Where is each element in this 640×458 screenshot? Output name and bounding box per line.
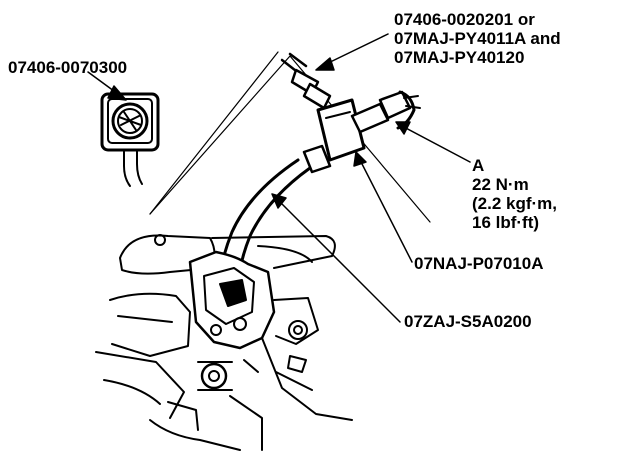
fitting-a-letter: A: [472, 156, 485, 175]
hose-part-number: 07ZAJ-S5A0200: [404, 312, 532, 331]
torque-line-1: 22 N·m: [472, 175, 529, 194]
hose-adapter-part-number: 07NAJ-P07010A: [414, 254, 544, 273]
pressure-gauge-icon: [100, 92, 160, 187]
leader-lines: [87, 33, 471, 323]
adapter-part-numbers: 07406-0020201 or 07MAJ-PY4011A and 07MAJ…: [394, 10, 561, 67]
fitting-icon: [280, 52, 421, 174]
torque-line-2: (2.2 kgf·m,: [472, 194, 558, 213]
gauge-part-number: 07406-0070300: [8, 58, 128, 77]
fitting-a-callout: A 22 N·m (2.2 kgf·m, 16 lbf·ft): [472, 156, 557, 232]
adapter-part-number-line-3: 07MAJ-PY40120: [394, 48, 525, 67]
connection-line: [149, 51, 431, 223]
adapter-part-number-line-2: 07MAJ-PY4011A and: [394, 29, 561, 48]
adapter-part-number-line-1: 07406-0020201 or: [394, 10, 535, 29]
pump-assembly: [95, 234, 353, 451]
torque-line-3: 16 lbf·ft): [472, 213, 540, 232]
